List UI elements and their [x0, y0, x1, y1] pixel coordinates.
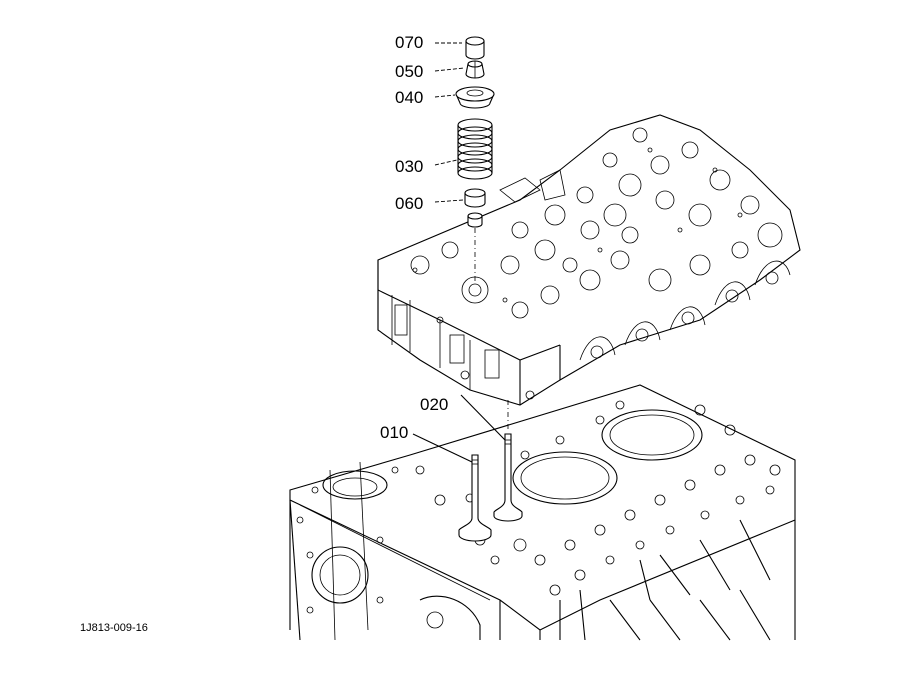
part-070-cap [465, 36, 485, 60]
figure-code: 1J813-009-16 [80, 622, 148, 634]
part-number-label: 050 [395, 62, 423, 81]
part-number-label: 010 [380, 423, 408, 442]
callout-020: 020 [420, 394, 506, 441]
callouts: 070 050 040 030 060 020 010 [380, 33, 506, 463]
part-060-seal [464, 188, 486, 228]
callout-040: 040 [395, 88, 456, 107]
callout-060: 060 [395, 194, 464, 213]
callout-050: 050 [395, 62, 465, 81]
callout-010: 010 [380, 423, 473, 463]
part-050-collet [465, 60, 485, 79]
cylinder-head [377, 114, 801, 406]
part-number-label: 070 [395, 33, 423, 52]
part-040-retainer [455, 86, 495, 109]
part-030-spring [457, 118, 493, 180]
part-010-valve [458, 454, 492, 542]
callout-070: 070 [395, 33, 462, 52]
cylinder-block [289, 384, 796, 641]
part-number-label: 030 [395, 157, 423, 176]
part-number-label: 040 [395, 88, 423, 107]
callout-030: 030 [395, 157, 458, 176]
part-number-label: 020 [420, 395, 448, 414]
part-number-label: 060 [395, 194, 423, 213]
part-020-valve [493, 400, 523, 522]
valve-stack [455, 36, 523, 542]
